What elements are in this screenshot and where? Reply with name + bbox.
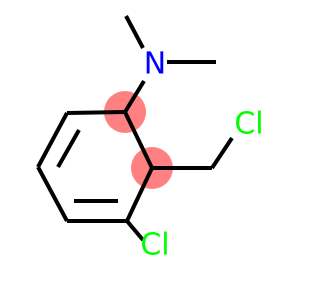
bond-ring-c1-c2 [123,111,154,169]
bond-ch2-cl [210,136,234,170]
atom-nitrogen-label: N [144,47,166,82]
bond-lines [36,15,234,242]
bond-ring-c4-c5 [36,166,69,222]
bond-ring-c6-c1 [66,110,126,115]
bond-n-methyl-upper [124,15,145,49]
bond-c1-n [123,79,146,114]
atom-chlorine-methyl-label: Cl [234,107,263,142]
atom-chlorine-ring-label: Cl [140,228,169,263]
chloromethyl-aniline-structure: N Cl Cl [36,15,264,263]
bond-ring-c5-c6 [36,112,69,168]
bond-ring-c5-c6-inner [56,129,81,168]
bond-c3-cl [125,219,145,242]
bond-ring-c2-c3 [125,167,154,222]
